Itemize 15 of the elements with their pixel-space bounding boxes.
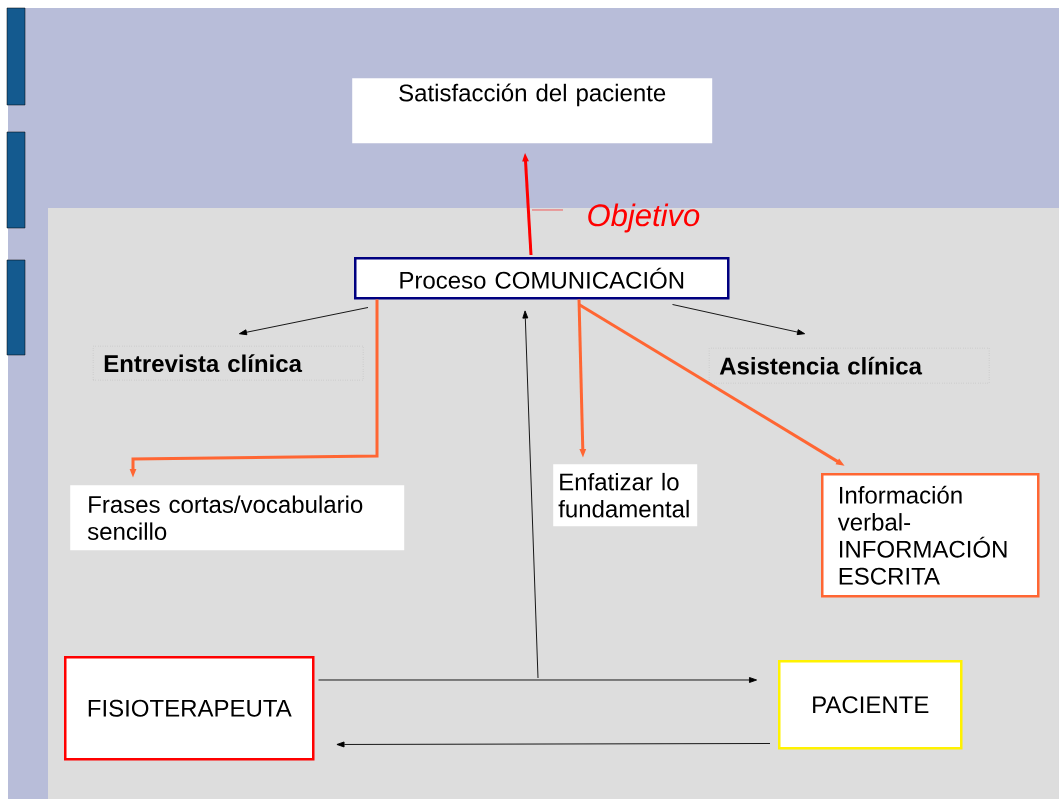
arrow: [672, 304, 806, 336]
text-box: Enfatizar lo fundamental: [553, 464, 698, 527]
arrow: [336, 741, 771, 748]
edge-label: Objetivo: [588, 203, 700, 233]
info-box: Información verbal- INFORMACIÓN ESCRITA: [821, 473, 1040, 598]
category-box: Asistencia clínica: [709, 348, 990, 384]
actor-box: FISIOTERAPEUTA: [64, 656, 315, 761]
title-box: Satisfacción del paciente: [352, 78, 713, 144]
arrow: [522, 310, 539, 679]
text-box: Frases cortas/vocabulario sencillo: [70, 485, 405, 551]
arrow: [318, 677, 758, 683]
actor-box: PACIENTE: [778, 660, 963, 750]
arrow: [238, 307, 369, 336]
process-box: Proceso COMUNICACIÓN: [354, 257, 730, 300]
category-box: Entrevista clínica: [93, 346, 364, 381]
